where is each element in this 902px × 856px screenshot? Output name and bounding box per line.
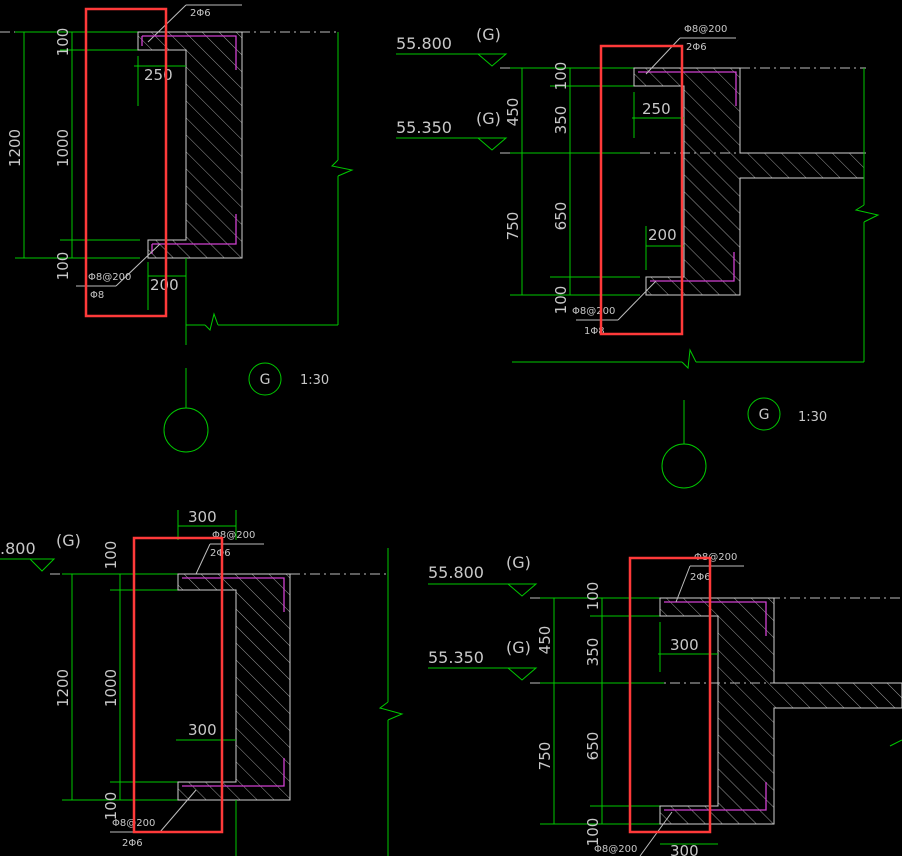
dim-width-bottom: 200 (648, 226, 677, 244)
detail-top-left: 2Φ6 1200 1000 100 100 250 200 Φ8@200 Φ8 (0, 4, 354, 453)
rebar-top-1: Φ8@200 (694, 552, 737, 563)
rebar-top (664, 601, 767, 636)
rebar-top-1: Φ8@200 (212, 530, 255, 541)
dim-100a: 100 (552, 62, 570, 91)
dim-width-bottom: 300 (670, 842, 699, 856)
rebar-bottom-2: 2Φ6 (122, 838, 143, 849)
dim-width-bottom: 200 (150, 276, 179, 294)
detail-bottom-left: .800 (G) 1200 1000 100 100 300 300 Φ8@20… (0, 508, 404, 856)
dim-350: 350 (584, 638, 602, 667)
dim-450: 450 (536, 626, 554, 655)
dim-350: 350 (552, 106, 570, 135)
dim-750: 750 (536, 742, 554, 771)
detail-bubble (747, 397, 781, 431)
axis-bottom: (G) (476, 109, 501, 128)
rebar-top (142, 35, 237, 70)
detail-bubble-label: G (260, 372, 271, 388)
rebar-top (182, 577, 285, 612)
dim-top: 100 (54, 28, 72, 57)
rebar-bottom (664, 782, 767, 811)
dim-650: 650 (552, 202, 570, 231)
axis-top: (G) (476, 25, 501, 44)
axis-top: (G) (506, 553, 531, 572)
detail-bottom-right: 55.800 (G) 55.350 (G) 450 750 100 350 65… (428, 552, 902, 856)
axis-bottom: (G) (506, 638, 531, 657)
dim-width-top: 300 (670, 636, 699, 654)
rebar-top-2: 2Φ6 (690, 572, 711, 583)
rebar-top-1: Φ8@200 (684, 24, 727, 35)
rebar-label-2: Φ8 (90, 290, 104, 301)
dim-450: 450 (504, 98, 522, 127)
highlight-box (599, 44, 684, 336)
dim-750: 750 (504, 212, 522, 241)
rebar-bottom (152, 214, 237, 245)
dim-width-top: 300 (188, 508, 217, 526)
dim-mid: 1000 (54, 129, 72, 167)
rebar-bottom-1: Φ8@200 (572, 306, 615, 317)
level-bottom: 55.350 (396, 118, 452, 137)
grid-bubble (163, 407, 209, 453)
concrete-section (633, 67, 865, 296)
scale-label: 1:30 (798, 410, 827, 425)
dim-100b: 100 (552, 286, 570, 315)
detail-bubble-label: G (759, 407, 770, 423)
grid-bubble (661, 443, 707, 489)
scale-label: 1:30 (300, 373, 329, 388)
concrete-section (177, 573, 291, 801)
concrete-section (137, 31, 243, 259)
rebar-bottom (182, 758, 285, 787)
dim-bottom: 100 (102, 792, 120, 821)
rebar-top-2: 2Φ6 (210, 548, 231, 559)
dim-top: 100 (102, 541, 120, 570)
rebar-top (638, 71, 737, 106)
rebar-label: 2Φ6 (190, 8, 211, 19)
dim-mid: 1000 (102, 669, 120, 707)
rebar-bottom-1: Φ8@200 (594, 844, 637, 855)
level-top: 55.800 (396, 34, 452, 53)
axis: (G) (56, 531, 81, 550)
dim-total: 1200 (6, 129, 24, 167)
highlight-box (84, 7, 168, 318)
highlight-box (132, 536, 224, 834)
dim-total: 1200 (54, 669, 72, 707)
rebar-label-1: Φ8@200 (88, 272, 131, 283)
dim-650: 650 (584, 732, 602, 761)
dim-width-top: 250 (144, 66, 173, 84)
dim-width-top: 250 (642, 100, 671, 118)
detail-top-right: 55.800 (G) 55.350 (G) 450 750 100 350 65… (396, 24, 880, 489)
dim-100b: 100 (584, 818, 602, 847)
rebar-top-2: 2Φ6 (686, 42, 707, 53)
level: .800 (0, 539, 36, 558)
rebar-bottom (650, 252, 735, 282)
concrete-section (659, 597, 902, 825)
dim-100a: 100 (584, 582, 602, 611)
dim-width-mid: 300 (188, 721, 217, 739)
dim-bottom: 100 (54, 252, 72, 281)
highlight-box (628, 556, 712, 834)
detail-bubble (248, 362, 282, 396)
level-top: 55.800 (428, 563, 484, 582)
rebar-bottom-2: 1Φ8 (584, 326, 605, 337)
level-bottom: 55.350 (428, 648, 484, 667)
